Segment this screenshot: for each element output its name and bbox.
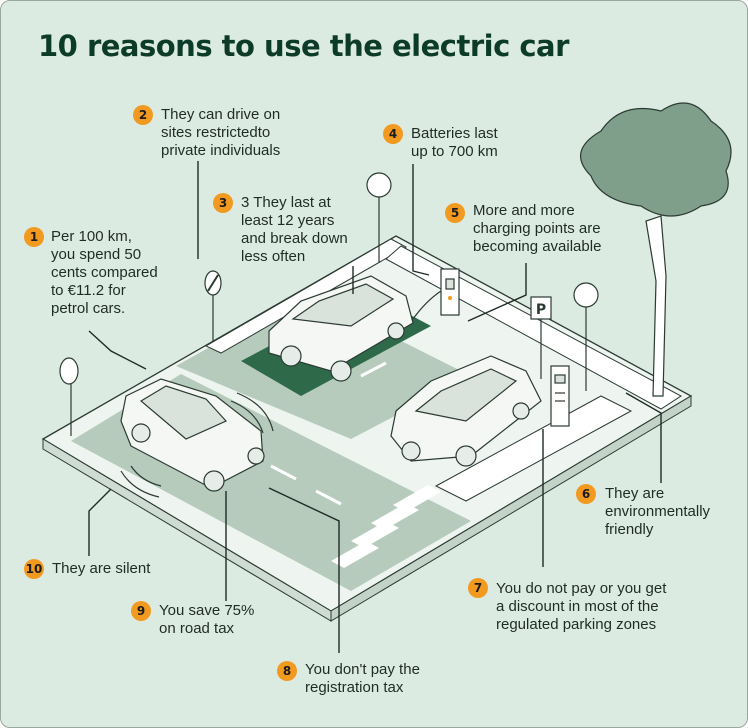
car-moving	[120, 378, 265, 492]
road-dashes	[270, 361, 387, 506]
reason-5-badge: 5	[445, 203, 465, 223]
reason-1-badge: 1	[24, 227, 44, 247]
reason-9-text: You save 75% on road tax	[159, 602, 255, 637]
car-parked	[268, 275, 414, 382]
parking-sign	[530, 296, 552, 379]
reason-8-text: You don't pay the registration tax	[305, 661, 420, 696]
ground-platform-front	[330, 395, 692, 622]
reason-5-text: More and more charging points are becomi…	[473, 202, 602, 255]
reason-10-badge: 10	[24, 559, 44, 579]
reason-3-badge: 3	[213, 193, 233, 213]
page-title: 10 reasons to use the electric car	[38, 29, 569, 63]
sidewalk-front	[434, 395, 633, 502]
reason-8-badge: 8	[277, 661, 297, 681]
street-lamp-left	[59, 357, 79, 436]
car-right	[390, 355, 542, 467]
street-lamp-center	[366, 172, 392, 263]
reason-2-badge: 2	[133, 105, 153, 125]
reason-7-badge: 7	[468, 578, 488, 598]
reason-6-badge: 6	[576, 484, 596, 504]
reason-4-badge: 4	[383, 124, 403, 144]
reason-6-text: They are environmentally friendly	[605, 485, 711, 538]
parking-sign-letter: P	[536, 302, 546, 318]
sidewalk-right	[385, 245, 682, 410]
reason-1-text: Per 100 km, you spend 50 cents compared …	[51, 228, 158, 317]
charging-station	[412, 268, 460, 320]
reason-2-text: They can drive on sites restrictedto pri…	[161, 106, 281, 159]
restricted-sign	[204, 270, 222, 341]
reason-9-badge: 9	[131, 601, 151, 621]
sound-waves	[120, 392, 274, 498]
sidewalk-back	[204, 238, 408, 354]
street-lamp-right	[573, 282, 599, 391]
reason-10-text: They are silent	[52, 560, 151, 577]
reason-4-text: Batteries last up to 700 km	[411, 125, 498, 160]
parking-meter	[550, 365, 570, 427]
leader-lines	[88, 161, 662, 653]
reason-3-text: 3 They last at least 12 years and break …	[241, 194, 348, 265]
tree	[580, 102, 732, 397]
crosswalk	[331, 485, 441, 568]
reason-7-text: You do not pay or you get a discount in …	[496, 580, 667, 633]
